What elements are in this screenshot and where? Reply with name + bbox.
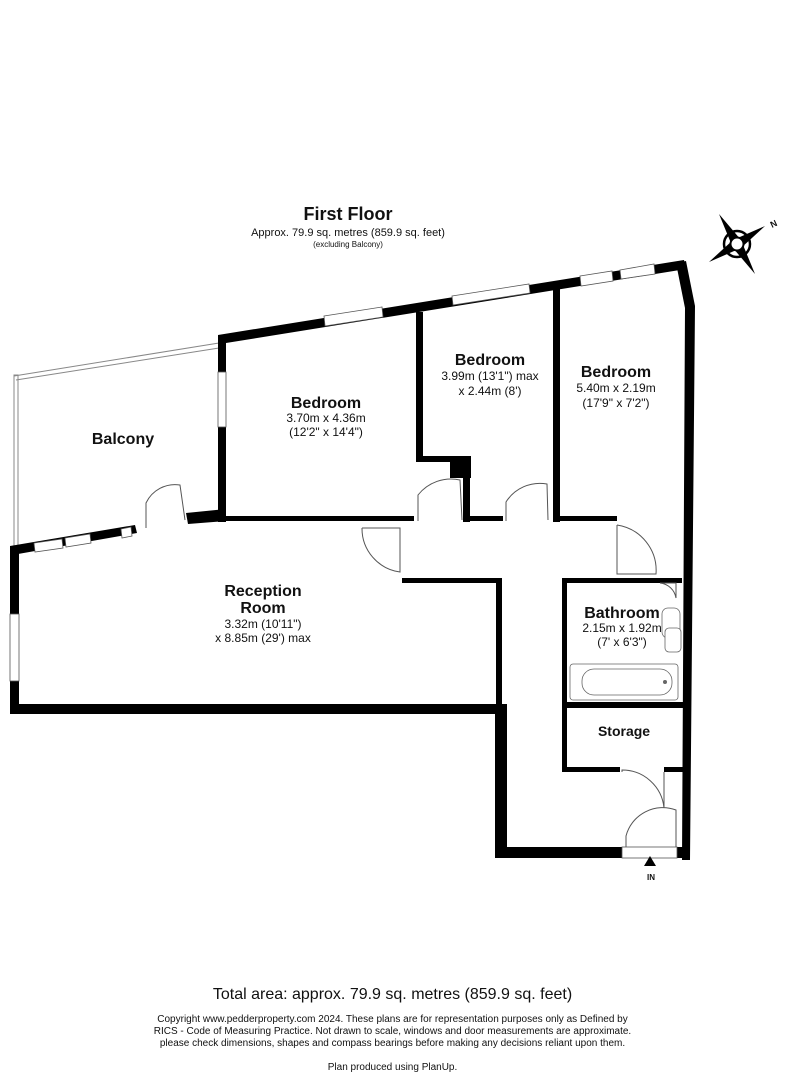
bathroom-dim1: 2.15m x 1.92m bbox=[582, 621, 661, 635]
copyright-line-2: RICS - Code of Measuring Practice. Not d… bbox=[153, 1026, 632, 1037]
floor-title: First Floor bbox=[304, 204, 393, 224]
reception-dim1: 3.32m (10'11") bbox=[224, 617, 301, 631]
bedroom3-dim2: (17'9" x 7'2") bbox=[582, 396, 649, 410]
window-bedroom1 bbox=[323, 306, 384, 327]
bathroom-name: Bathroom bbox=[584, 605, 660, 622]
reception-name-line1: Reception bbox=[224, 583, 301, 600]
bedroom2-dim2: x 2.44m (8') bbox=[459, 384, 522, 398]
entrance-arrow-icon bbox=[644, 856, 656, 866]
copyright-line-3: please check dimensions, shapes and comp… bbox=[159, 1038, 626, 1049]
floor-area: Approx. 79.9 sq. metres (859.9 sq. feet) bbox=[251, 227, 445, 239]
bedroom1-dim1: 3.70m x 4.36m bbox=[286, 411, 365, 425]
total-area: Total area: approx. 79.9 sq. metres (859… bbox=[212, 986, 573, 1003]
door-bathroom bbox=[659, 582, 677, 599]
door-bedroom1 bbox=[417, 478, 463, 521]
compass-north-label: N bbox=[769, 218, 779, 230]
reception-dim2: x 8.85m (29') max bbox=[215, 631, 311, 645]
doors bbox=[145, 478, 678, 859]
window-balcony-c bbox=[120, 526, 133, 539]
bedroom3-name: Bedroom bbox=[581, 364, 651, 381]
copyright-notice: Copyright www.pedderproperty.com 2024. T… bbox=[0, 1014, 785, 1050]
storage-name: Storage bbox=[598, 723, 650, 739]
window-balcony-b bbox=[64, 533, 92, 548]
window-balcony-a bbox=[33, 538, 64, 553]
window-reception-side bbox=[9, 613, 20, 682]
sink bbox=[664, 627, 682, 653]
door-storage bbox=[621, 769, 665, 809]
bathroom-dim2: (7' x 6'3") bbox=[597, 635, 647, 649]
floor-area-note: (excluding Balcony) bbox=[313, 240, 383, 249]
window-bedroom3a bbox=[579, 270, 614, 287]
bedroom1-dim2: (12'2" x 14'4") bbox=[289, 425, 363, 439]
door-bedroom2 bbox=[505, 482, 549, 521]
bedroom2-dim1: 3.99m (13'1") max bbox=[441, 369, 538, 383]
entrance-label: IN bbox=[647, 873, 655, 882]
windows bbox=[9, 263, 656, 682]
door-bedroom3 bbox=[616, 524, 657, 575]
balcony-name: Balcony bbox=[92, 431, 154, 448]
door-entrance bbox=[625, 807, 677, 850]
bedroom1-name: Bedroom bbox=[291, 395, 361, 412]
bedroom3-dim1: 5.40m x 2.19m bbox=[576, 381, 655, 395]
compass-icon: N bbox=[709, 214, 779, 274]
bathroom-fixtures bbox=[569, 607, 682, 701]
copyright-line-1: Copyright www.pedderproperty.com 2024. T… bbox=[157, 1014, 628, 1025]
window-bedroom1-side bbox=[217, 371, 227, 428]
bedroom2-name: Bedroom bbox=[455, 352, 525, 369]
door-hall-left bbox=[361, 527, 401, 573]
window-bedroom2 bbox=[451, 283, 531, 306]
interior-walls bbox=[226, 289, 684, 772]
door-balcony bbox=[145, 484, 186, 528]
window-bedroom3b bbox=[619, 263, 656, 280]
produced-by: Plan produced using PlanUp. bbox=[327, 1062, 458, 1073]
reception-name-line2: Room bbox=[240, 600, 285, 617]
